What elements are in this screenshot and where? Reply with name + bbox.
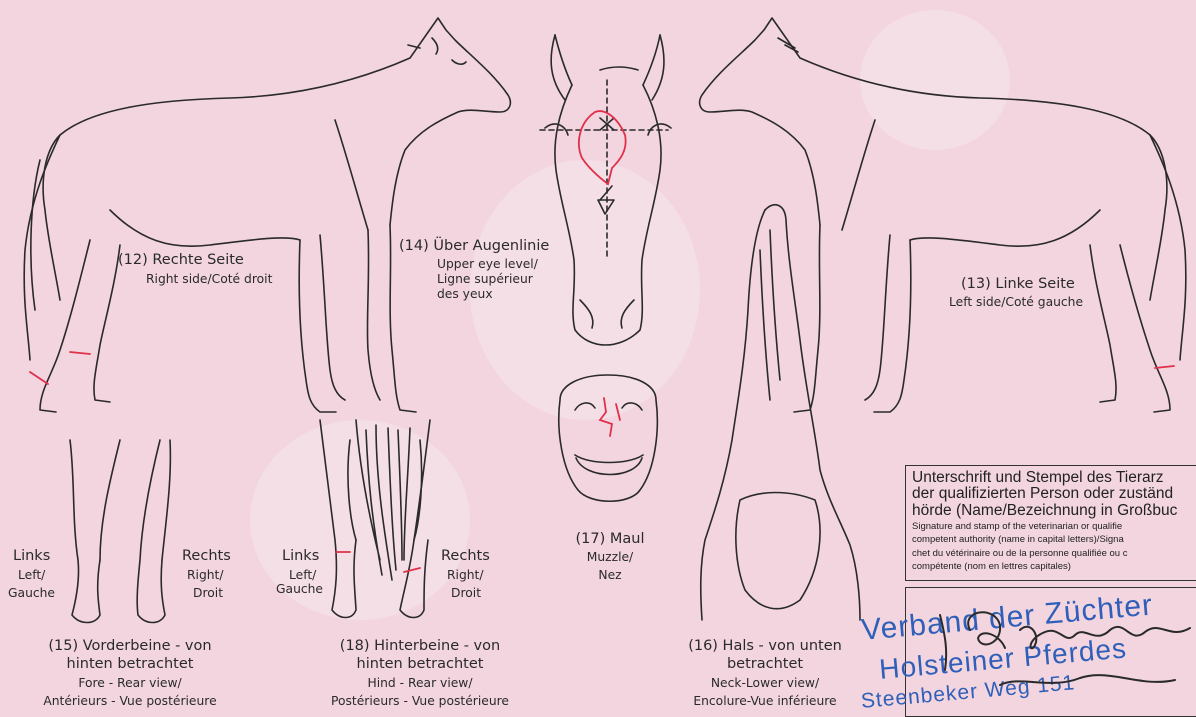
leg-marking-left-hind <box>1155 366 1174 368</box>
neck-title-2: betrachtet <box>660 656 870 673</box>
horse-head-front-drawing <box>540 35 671 345</box>
hind-legs-sub-1: Hind - Rear view/ <box>300 676 540 690</box>
fore-left-fr: Gauche <box>8 586 55 600</box>
signature-instr-en-2: competent authority (name in capital let… <box>912 534 1196 545</box>
muzzle-marking <box>600 398 620 436</box>
signature-instr-fr-2: compétente (nom en lettres capitales) <box>912 561 1196 572</box>
left-side-title: (13) Linke Seite <box>961 276 1075 293</box>
right-side-title: (12) Rechte Seite <box>118 252 244 269</box>
fore-legs-drawing <box>70 440 170 623</box>
fore-legs-title-1: (15) Vorderbeine - von <box>10 638 250 655</box>
upper-eye-line3: des yeux <box>437 287 493 301</box>
upper-eye-line2: Ligne supérieur <box>437 272 533 286</box>
fore-right-en: Right/ <box>187 568 224 582</box>
hind-legs-sub-2: Postérieurs - Vue postérieure <box>300 694 540 708</box>
hind-right-en: Right/ <box>447 568 484 582</box>
leg-marking-right-fore <box>70 352 90 354</box>
muzzle-drawing <box>559 375 658 501</box>
hind-left-fr: Gauche <box>276 582 323 596</box>
horse-left-side-drawing <box>700 18 1186 412</box>
left-side-subtitle: Left side/Coté gauche <box>949 295 1083 309</box>
neck-title-1: (16) Hals - von unten <box>660 638 870 655</box>
upper-eye-title: (14) Über Augenlinie <box>399 238 549 255</box>
signature-instr-de-3: hörde (Name/Bezeichnung in Großbuc <box>912 503 1196 519</box>
signature-instr-fr-1: chet du vétérinaire ou de la personne qu… <box>912 548 1196 559</box>
hind-leg-marking-right <box>404 568 420 572</box>
fore-right-fr: Droit <box>193 586 223 600</box>
signature-instr-de-1: Unterschrift und Stempel des Tierarz <box>912 470 1196 486</box>
neck-sub-2: Encolure-Vue inférieure <box>660 694 870 708</box>
hind-legs-drawing <box>320 420 430 618</box>
handwritten-signature <box>900 590 1196 713</box>
signature-instr-de-2: der qualifizierten Person oder zuständ <box>912 486 1196 502</box>
upper-eye-line1: Upper eye level/ <box>437 257 538 271</box>
fore-right-de: Rechts <box>182 548 231 565</box>
muzzle-line2: Nez <box>555 568 665 582</box>
fore-left-de: Links <box>13 548 50 565</box>
neck-sub-1: Neck-Lower view/ <box>660 676 870 690</box>
muzzle-title: (17) Maul <box>555 531 665 548</box>
fore-left-en: Left/ <box>18 568 45 582</box>
signature-instr-en-1: Signature and stamp of the veterinarian … <box>912 521 1196 532</box>
horse-right-side-drawing <box>24 18 510 412</box>
hind-right-fr: Droit <box>451 586 481 600</box>
fore-legs-title-2: hinten betrachtet <box>10 656 250 673</box>
hind-left-en: Left/ <box>289 568 316 582</box>
neck-lower-view-drawing <box>701 205 860 620</box>
hind-left-de: Links <box>282 548 319 565</box>
signature-instructions-box: Unterschrift und Stempel des Tierarz der… <box>905 465 1196 581</box>
hind-legs-title-1: (18) Hinterbeine - von <box>300 638 540 655</box>
fore-legs-sub-2: Antérieurs - Vue postérieure <box>10 694 250 708</box>
muzzle-line1: Muzzle/ <box>555 550 665 564</box>
hind-legs-title-2: hinten betrachtet <box>300 656 540 673</box>
fore-legs-sub-1: Fore - Rear view/ <box>10 676 250 690</box>
leg-marking-left-fore <box>30 372 48 384</box>
right-side-subtitle: Right side/Coté droit <box>146 272 272 286</box>
face-star-marking <box>579 111 626 184</box>
hind-right-de: Rechts <box>441 548 490 565</box>
